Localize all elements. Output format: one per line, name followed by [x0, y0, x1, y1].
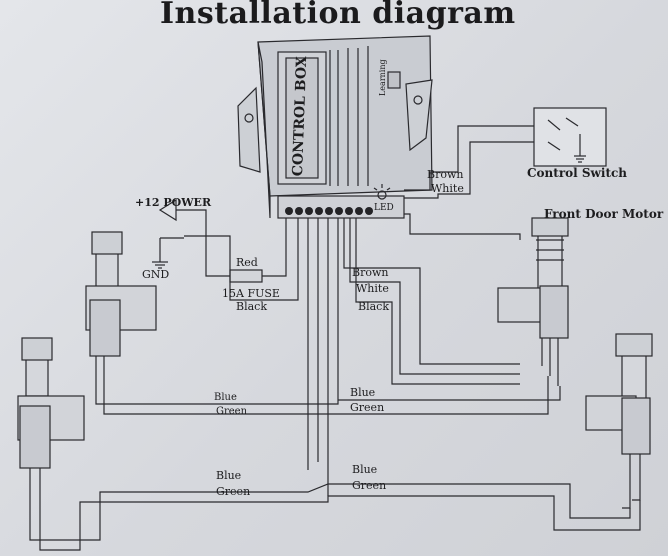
blue-label-upper-left: Blue	[214, 392, 237, 403]
power-label: +12 POWER	[135, 196, 212, 209]
blue-label-upper-right: Blue	[350, 386, 376, 399]
rear-right-motor	[585, 333, 653, 509]
front-left-motor	[85, 231, 157, 400]
led-icon	[373, 184, 391, 200]
fuse-label: 15A FUSE	[222, 287, 280, 300]
fuse	[229, 269, 263, 283]
front-door-motor-label: Front Door Motor	[544, 207, 664, 221]
red-wire-label: Red	[236, 256, 258, 269]
switch-white-label: White	[431, 182, 464, 195]
rear-left-motor	[17, 337, 85, 520]
green-label-upper-left: Green	[216, 406, 248, 417]
learning-label: Learning	[378, 59, 387, 96]
control-switch	[533, 107, 607, 167]
front-door-motor	[497, 217, 569, 386]
connector-pins	[285, 207, 373, 215]
motor-black-label: Black	[358, 300, 389, 313]
control-switch-label: Control Switch	[527, 166, 628, 180]
black-wire-label: Black	[236, 300, 267, 313]
blue-label-lower-right: Blue	[352, 463, 378, 476]
motor-brown-label: Brown	[352, 266, 389, 279]
green-label-lower-left: Green	[216, 485, 251, 498]
blue-label-lower-left: Blue	[216, 469, 242, 482]
learning-button	[387, 71, 401, 89]
switch-brown-label: Brown	[427, 168, 464, 181]
motor-white-label: White	[356, 282, 389, 295]
green-label-lower-right: Green	[352, 479, 387, 492]
led-label: LED	[374, 203, 394, 213]
green-label-upper-right: Green	[350, 401, 385, 414]
page-title: Installation diagram	[160, 0, 516, 31]
gnd-label: GND	[142, 268, 170, 281]
control-box	[237, 35, 433, 219]
